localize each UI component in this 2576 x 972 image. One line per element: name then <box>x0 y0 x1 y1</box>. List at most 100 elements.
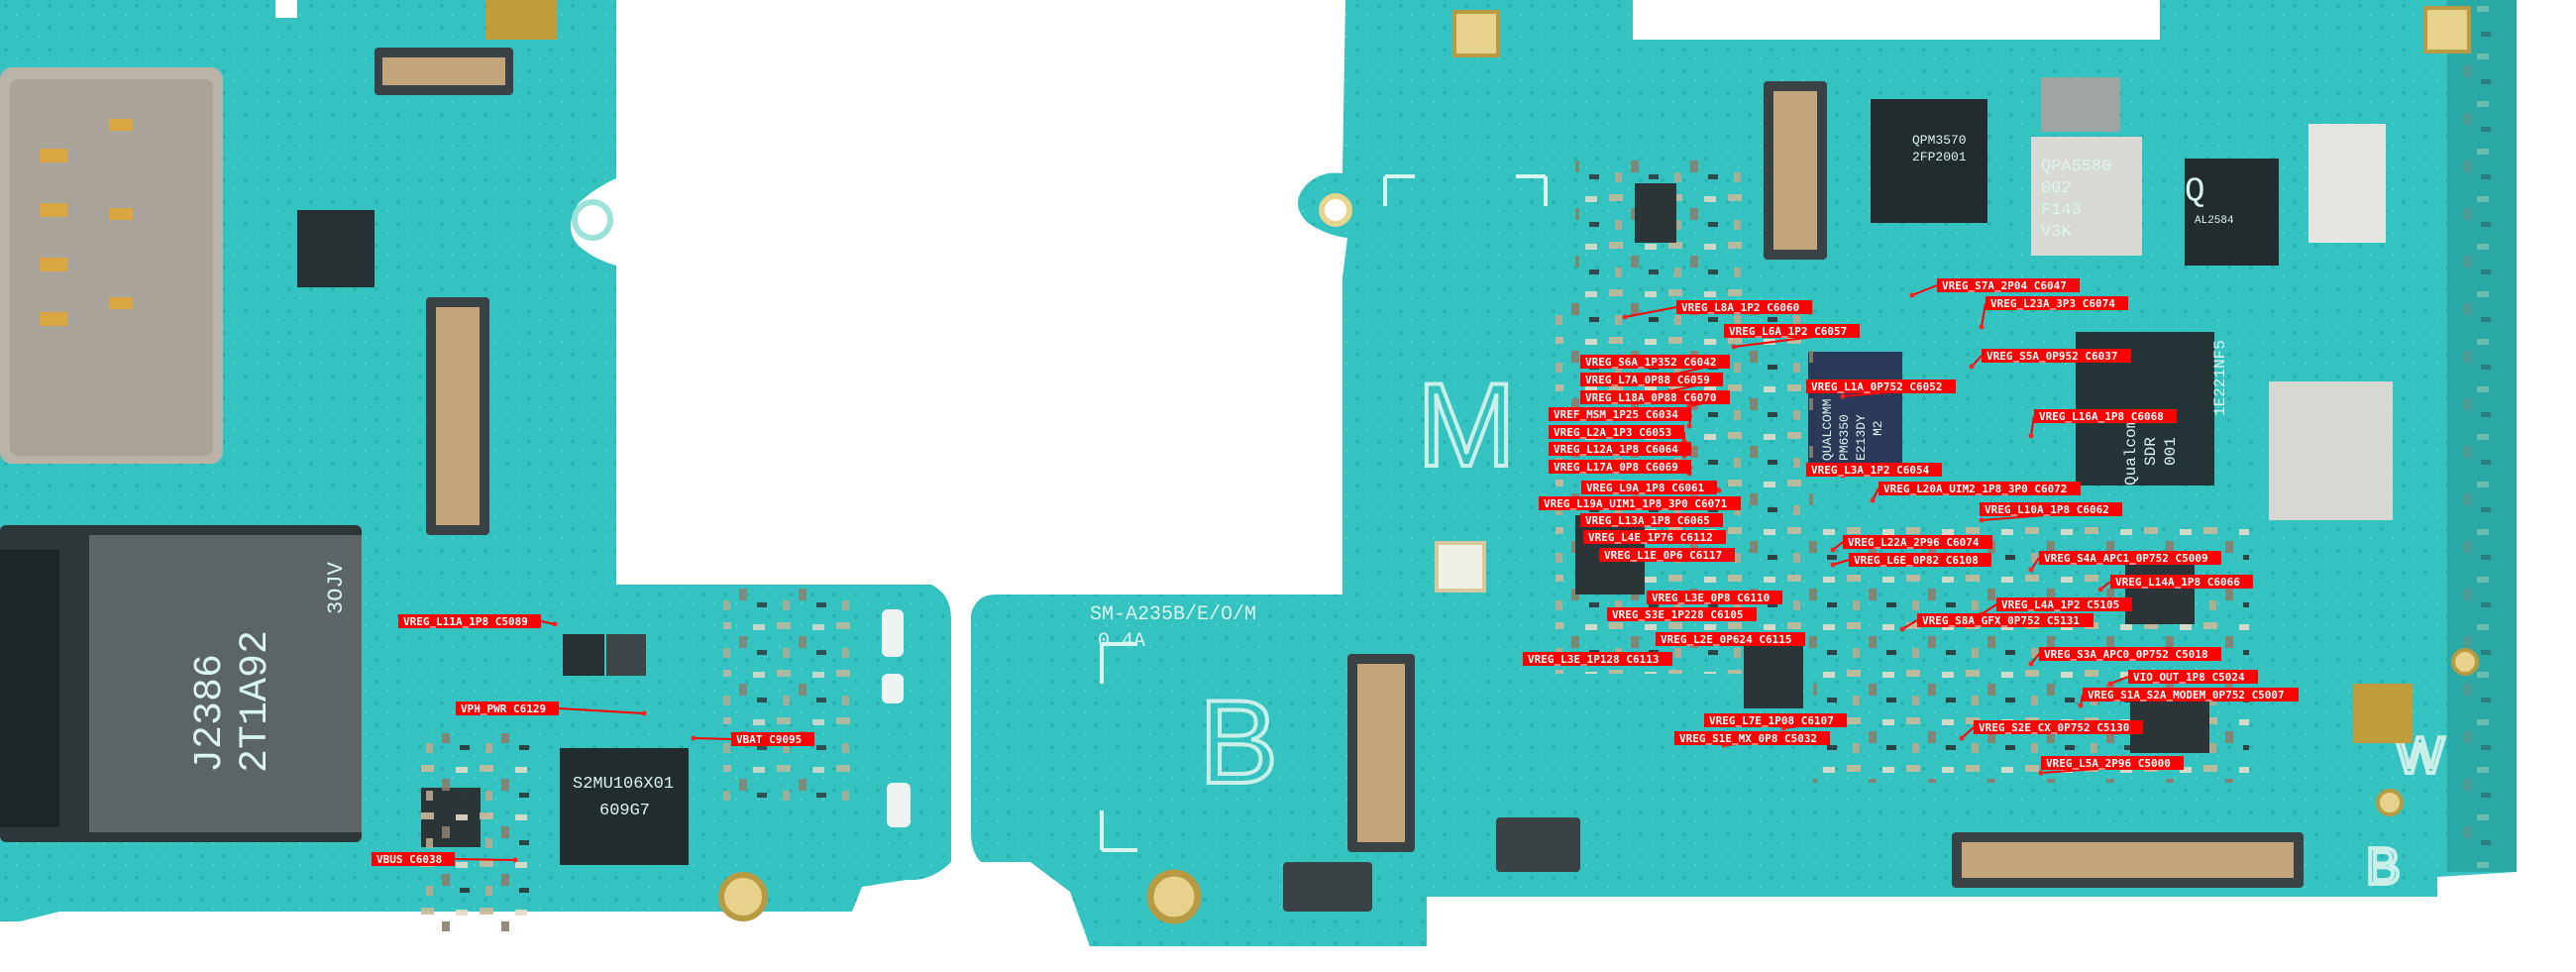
net-label: VREG_L13A_1P8 C6065 <box>1580 513 1724 527</box>
net-label-text: VREG_L7E_1P08 C6107 <box>1709 714 1834 727</box>
net-label-bg <box>2039 647 2221 661</box>
pin-dot <box>2028 433 2034 439</box>
pin-dot <box>1959 735 1965 741</box>
rf-chip-2-line4: V3K <box>2041 223 2072 242</box>
pmic-main-line4: M2 <box>1871 420 1885 436</box>
net-label-text: VREG_L23A_3P3 C6074 <box>1990 297 2115 310</box>
net-label-bg <box>1581 481 1717 494</box>
net-label: VREG_L2A_1P3 C6053 <box>1549 425 1687 444</box>
memory-chip-line3: 3OJV <box>324 561 349 614</box>
net-label: VREG_L1A_0P752 C6052 <box>1806 379 1957 399</box>
pmic-main-line1: QUALCOMM <box>1820 399 1835 461</box>
net-label-bg <box>731 732 814 746</box>
net-label-bg <box>1917 613 2093 627</box>
net-label-text: VREG_L17A_0P8 C6069 <box>1554 461 1678 474</box>
net-label-bg <box>1674 731 1830 745</box>
net-label-bg <box>1647 591 1782 604</box>
net-label: VREG_S3A_APC0_0P752 C5018 <box>2028 647 2221 667</box>
net-label: VREG_L5A_2P96 C5000 <box>2038 756 2185 776</box>
net-label: VREG_L3A_1P2 C6054 <box>1806 463 1943 479</box>
net-label-bg <box>372 852 455 866</box>
qr-label <box>485 0 557 40</box>
pmic-main-line2: PM6350 <box>1837 414 1852 461</box>
net-label-bg <box>2083 688 2299 702</box>
leader-line <box>558 707 645 714</box>
pin-dot <box>2038 770 2044 776</box>
rf-chip-3 <box>2185 159 2279 266</box>
memory-chip-line2: J2386 <box>188 654 233 773</box>
net-label-text: VREG_S4A_APC1_0P752 C5009 <box>2044 552 2208 565</box>
pin-dot <box>2028 661 2034 667</box>
net-label-text: VREG_L22A_2P96 C6074 <box>1848 536 1980 549</box>
net-label-text: VREG_L20A_UIM2_1P8_3P0 C6072 <box>1883 483 2067 495</box>
pin-dot <box>1979 517 1985 523</box>
net-label: VREG_L17A_0P8 C6069 <box>1549 460 1692 477</box>
net-label: VPH_PWR C6129 <box>456 702 647 716</box>
net-label: VREG_L2E_0P624 C6115 <box>1656 632 1806 646</box>
net-label-text: VREG_L14A_1P8 C6066 <box>2115 576 2240 589</box>
net-label-text: VREG_L10A_1P8 C6062 <box>1985 503 2109 516</box>
leader-line <box>1624 306 1677 318</box>
net-label-bg <box>1996 597 2132 611</box>
net-label-bg <box>1580 513 1723 527</box>
net-label-bg <box>398 614 541 628</box>
net-label-bg <box>1843 535 1992 549</box>
net-label-bg <box>1986 296 2128 310</box>
net-label: VBAT C9095 <box>691 732 814 746</box>
net-label-text: VREG_S5A_0P952 C6037 <box>1986 350 2117 363</box>
right-board: M B W B SM-A235B/E/O/M 0.4A QPM3570 2FP2… <box>971 0 2517 946</box>
pin-dot <box>691 735 697 741</box>
net-label: VREG_L11A_1P8 C5089 <box>398 614 558 628</box>
net-label-text: VREG_L1A_0P752 C6052 <box>1811 380 1942 393</box>
net-label: VREG_S2E_CX_0P752 C5130 <box>1959 720 2143 741</box>
net-label-text: VREG_L19A_UIM1_1P8_3P0 C6071 <box>1544 497 1728 510</box>
net-label: VREG_L10A_1P8 C6062 <box>1979 502 2123 523</box>
net-label: VREG_S5A_0P952 C6037 <box>1969 349 2131 370</box>
net-label: VREG_L20A_UIM2_1P8_3P0 C6072 <box>1870 482 2081 503</box>
pin-dot <box>1840 393 1846 399</box>
net-label: VREG_L18A_0P88 C6070 <box>1580 390 1731 409</box>
net-label: VREG_L6E_0P82 C6108 <box>1830 553 1991 568</box>
net-label-bg <box>1724 324 1860 338</box>
leader-line <box>1981 302 1986 328</box>
net-label-text: VPH_PWR C6129 <box>461 702 546 715</box>
rf-chip-2-line2: 002 <box>2041 179 2072 198</box>
zone-letter-b: B <box>1199 676 1278 809</box>
net-label-text: VBAT C9095 <box>736 733 802 746</box>
net-label-text: VREG_S8A_GFX_0P752 C5131 <box>1922 614 2080 627</box>
net-label-text: VREG_S7A_2P04 C6047 <box>1942 279 2067 292</box>
net-label: VREG_L4E_1P76 C6112 <box>1583 530 1727 544</box>
net-label-bg <box>1580 390 1730 404</box>
net-label-bg <box>1982 349 2131 363</box>
qr-label-right <box>2353 684 2413 743</box>
rf-chip-3-line2: AL2584 <box>2195 215 2234 227</box>
rf-chip-2-line3: F143 <box>2041 201 2082 220</box>
pin-dot <box>1830 547 1836 553</box>
net-label-text: VREG_L8A_1P2 C6060 <box>1681 301 1799 314</box>
leader-line <box>1911 284 1938 296</box>
net-label: VREG_L3E_1P128 C6113 <box>1523 652 1673 666</box>
revision-marking: 0.4A <box>1098 630 1145 653</box>
pin-dot <box>1622 314 1628 320</box>
net-label-text: VREG_L4E_1P76 C6112 <box>1588 531 1713 544</box>
left-board: 2T1A92 J2386 3OJV S2MU106X01 609G7 <box>0 0 951 931</box>
rf-chip-1 <box>1871 99 1987 223</box>
pin-dot <box>2028 567 2034 573</box>
net-label-bg <box>2041 756 2184 770</box>
net-label: VREG_S1A_S2A_MODEM_0P752 C5007 <box>2078 688 2299 708</box>
net-label-text: VREG_L13A_1P8 C6065 <box>1585 514 1710 527</box>
leader-line <box>1832 559 1850 566</box>
net-label-bg <box>1656 632 1805 646</box>
small-chip <box>297 210 375 287</box>
pin-dot <box>1969 364 1975 370</box>
net-label-text: VREG_S1A_S2A_MODEM_0P752 C5007 <box>2088 689 2285 702</box>
pin-dot <box>2078 702 2084 708</box>
leader-line <box>2030 415 2035 437</box>
rf-chip-2-line1: QPA5580 <box>2041 158 2111 176</box>
net-label-bg <box>1974 720 2143 734</box>
screw-pad-left <box>718 872 768 921</box>
net-label-text: VREG_L2E_0P624 C6115 <box>1661 633 1791 646</box>
net-label-text: VREG_L3A_1P2 C6054 <box>1811 464 1930 477</box>
net-label-bg <box>1849 553 1991 567</box>
